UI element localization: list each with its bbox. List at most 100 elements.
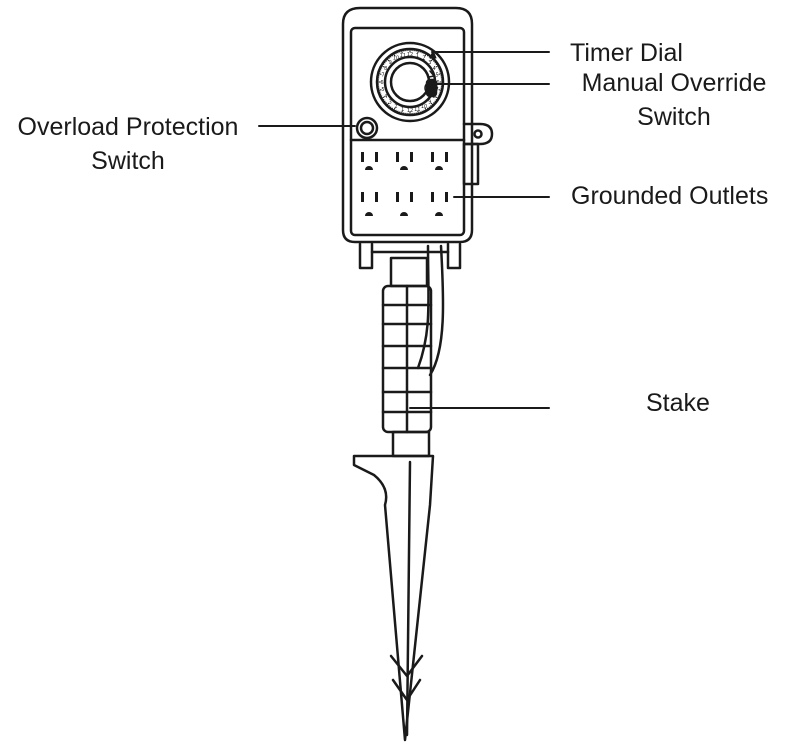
dial-tick bbox=[400, 110, 403, 115]
dial-tick bbox=[434, 61, 437, 64]
dial-tick bbox=[393, 52, 396, 57]
dial-tick bbox=[391, 54, 393, 57]
dial-tick bbox=[380, 96, 385, 99]
dial-tick bbox=[435, 99, 438, 101]
manual-override-label-line1: Manual Override bbox=[581, 69, 767, 97]
grounded-outlets-label: Grounded Outlets bbox=[571, 179, 768, 213]
dial-hour-number: 10 bbox=[393, 56, 399, 62]
timer-dial-label-text: Timer Dial bbox=[570, 39, 683, 67]
dial-hour-number: 4 bbox=[384, 94, 387, 100]
dial-tick bbox=[438, 89, 443, 92]
dial-tick bbox=[427, 107, 429, 110]
dial-hour-number: 5 bbox=[435, 73, 438, 79]
dial-hour-number: 3 bbox=[389, 100, 392, 106]
timer-housing bbox=[341, 6, 494, 244]
dial-hour-number: 6 bbox=[380, 80, 383, 86]
dial-tick bbox=[424, 107, 427, 112]
dial-tick bbox=[384, 102, 387, 105]
dial-hour-number: 2 bbox=[422, 56, 425, 62]
dial-tick bbox=[428, 55, 431, 58]
leader-lines bbox=[258, 51, 550, 409]
dial-hour-number: 1 bbox=[401, 107, 404, 113]
dial-hour-number: 3 bbox=[428, 60, 431, 66]
dial-hour-number: 1 bbox=[416, 53, 419, 59]
dial-tick bbox=[379, 68, 382, 71]
dial-tick bbox=[387, 56, 390, 59]
timer-dial[interactable]: 678910111212345678910111212345 bbox=[369, 41, 451, 123]
dial-tick bbox=[379, 93, 382, 96]
dial-tick bbox=[391, 107, 393, 110]
stake-label-text: Stake bbox=[646, 389, 710, 417]
manual-override-label-line2: Switch bbox=[637, 103, 711, 131]
dial-tick bbox=[423, 51, 426, 55]
dial-tick bbox=[423, 109, 426, 113]
mounting-bracket bbox=[358, 242, 462, 270]
dial-tick bbox=[394, 109, 397, 113]
dial-tick bbox=[417, 110, 420, 115]
dial-tick bbox=[386, 58, 390, 62]
dial-tick bbox=[434, 100, 437, 103]
dial-tick bbox=[417, 49, 420, 54]
dial-tick bbox=[386, 102, 390, 106]
dial-tick bbox=[424, 52, 427, 57]
dial-hour-number: 10 bbox=[421, 104, 427, 110]
dial-tick bbox=[433, 59, 436, 62]
dial-tick bbox=[389, 106, 392, 109]
overload-protection-label: Overload Protection Switch bbox=[2, 110, 254, 178]
manual-override-switch[interactable] bbox=[424, 78, 438, 98]
manual-override-label: Manual Override Switch bbox=[568, 66, 780, 134]
dial-hour-number: 12 bbox=[407, 52, 413, 58]
dial-tick bbox=[377, 72, 382, 75]
dial-tick bbox=[435, 96, 440, 99]
dial-tick bbox=[382, 99, 385, 101]
overload-protection-switch[interactable] bbox=[355, 116, 379, 140]
dial-tick bbox=[379, 95, 383, 98]
dial-hour-number: 4 bbox=[433, 66, 436, 72]
dial-tick bbox=[428, 106, 431, 109]
dial-tick bbox=[435, 63, 438, 65]
dial-tick bbox=[396, 110, 399, 113]
dial-hour-number: 11 bbox=[414, 107, 420, 113]
overload-protection-label-line1: Overload Protection bbox=[17, 113, 239, 141]
dial-tick bbox=[430, 102, 434, 106]
dial-tick bbox=[438, 72, 443, 75]
overload-protection-label-line2: Switch bbox=[91, 147, 165, 175]
dial-hour-number: 9 bbox=[389, 60, 392, 66]
dial-hour-number: 7 bbox=[381, 73, 384, 79]
dial-tick bbox=[430, 58, 434, 62]
dial-tick bbox=[379, 66, 383, 69]
dial-tick bbox=[437, 66, 441, 69]
dial-hour-number: 8 bbox=[384, 66, 387, 72]
dial-tick bbox=[438, 68, 441, 71]
dial-hour-number: 11 bbox=[400, 53, 406, 59]
dial-hour-number: 2 bbox=[394, 104, 397, 110]
dial-hour-number: 6 bbox=[436, 80, 439, 86]
dial-tick bbox=[421, 51, 424, 54]
dial-tick bbox=[430, 105, 433, 108]
dial-tick bbox=[394, 51, 397, 55]
dial-tick bbox=[377, 89, 382, 92]
timer-dial-label: Timer Dial bbox=[570, 36, 683, 70]
dial-hour-number: 9 bbox=[428, 100, 431, 106]
dial-tick bbox=[393, 107, 396, 112]
dial-tick bbox=[438, 93, 441, 96]
dial-tick bbox=[382, 63, 385, 65]
dial-tick bbox=[396, 51, 399, 54]
grounded-outlets-label-text: Grounded Outlets bbox=[571, 182, 769, 210]
dial-tick bbox=[380, 65, 385, 68]
dial-tick bbox=[435, 65, 440, 68]
dial-tick bbox=[389, 55, 392, 58]
dial-tick bbox=[433, 102, 436, 105]
dial-tick bbox=[387, 105, 390, 108]
stake-label: Stake bbox=[646, 386, 710, 420]
dial-hour-number: 5 bbox=[381, 87, 384, 93]
dial-tick bbox=[384, 59, 387, 62]
dial-tick bbox=[437, 95, 441, 98]
stake bbox=[352, 256, 435, 742]
dial-hour-number: 12 bbox=[407, 108, 413, 114]
grounded-outlets bbox=[361, 152, 448, 216]
dial-tick bbox=[427, 54, 429, 57]
dial-tick bbox=[383, 61, 386, 64]
dial-tick bbox=[400, 49, 403, 54]
